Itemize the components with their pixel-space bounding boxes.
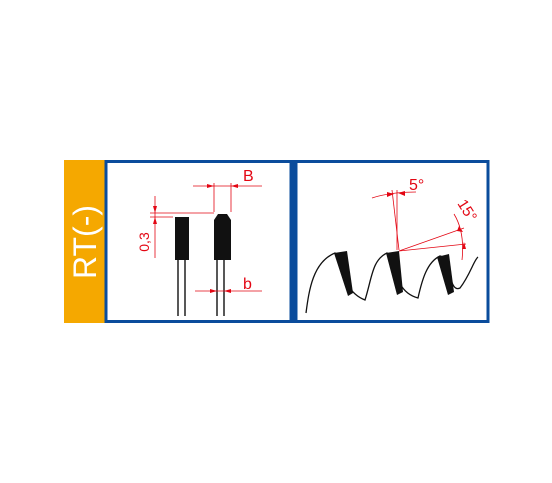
left-tooth-flat [175, 217, 189, 316]
profile-badge-label: RT(-) [67, 205, 103, 279]
width-top-dimension [193, 183, 262, 212]
width-bottom-dimension [195, 289, 262, 293]
width-bottom-label: b [243, 276, 252, 293]
width-top-label: B [243, 168, 254, 185]
saw-tooth-2 [386, 251, 403, 295]
angle-side-dimension [398, 213, 467, 261]
height-dimension [150, 196, 214, 258]
right-panel-frame [294, 160, 490, 323]
profile-badge [64, 160, 106, 323]
angle-top-label: 5° [409, 177, 424, 194]
height-label: 0,3 [136, 232, 152, 252]
left-panel-frame [104, 160, 293, 323]
saw-tooth-1 [334, 251, 353, 296]
left-tooth-chamfered [214, 214, 231, 316]
saw-tooth-3 [437, 254, 454, 295]
angle-top-dimension [371, 189, 417, 251]
